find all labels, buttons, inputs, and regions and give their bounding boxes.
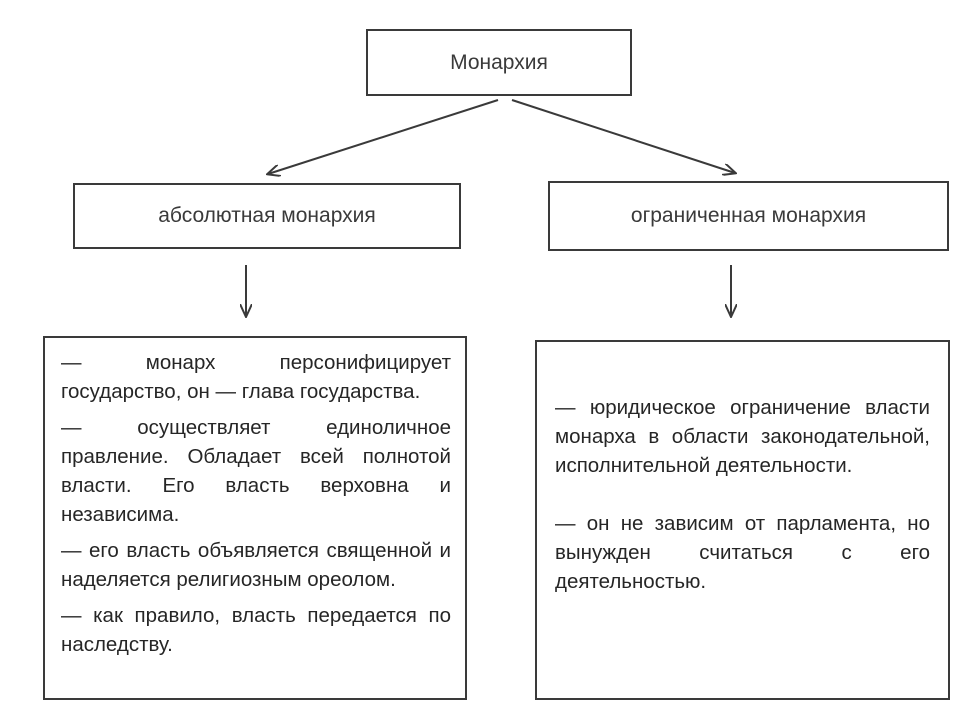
root-node-monarchy: Монархия	[366, 29, 632, 96]
limited-monarchy-label: ограниченная монархия	[630, 204, 867, 227]
absolute-feature-item: — монарх персонифицирует государство, он…	[61, 351, 451, 403]
absolute-feature-item: — осуществляет единоличное правление. Об…	[61, 416, 451, 526]
root-node-label: Монархия	[450, 50, 548, 74]
absolute-monarchy-label: абсолютная монархия	[158, 204, 376, 227]
node-limited-monarchy: ограниченная монархия	[548, 181, 949, 251]
limited-feature-item: — юридическое ограничение власти монарха…	[555, 396, 930, 477]
absolute-monarchy-features: — монарх персонифицирует государство, он…	[43, 336, 467, 700]
limited-feature-item: — он не зависим от парламента, но вынужд…	[555, 512, 930, 593]
node-absolute-monarchy: абсолютная монархия	[73, 183, 461, 249]
limited-monarchy-features: — юридическое ограничение власти монарха…	[535, 340, 950, 700]
absolute-feature-item: — его власть объявляется священной и над…	[61, 539, 451, 591]
arrow-root-to-limited	[511, 99, 735, 173]
absolute-feature-item: — как правило, власть передается по насл…	[61, 604, 451, 656]
arrow-root-to-absolute	[268, 99, 499, 174]
